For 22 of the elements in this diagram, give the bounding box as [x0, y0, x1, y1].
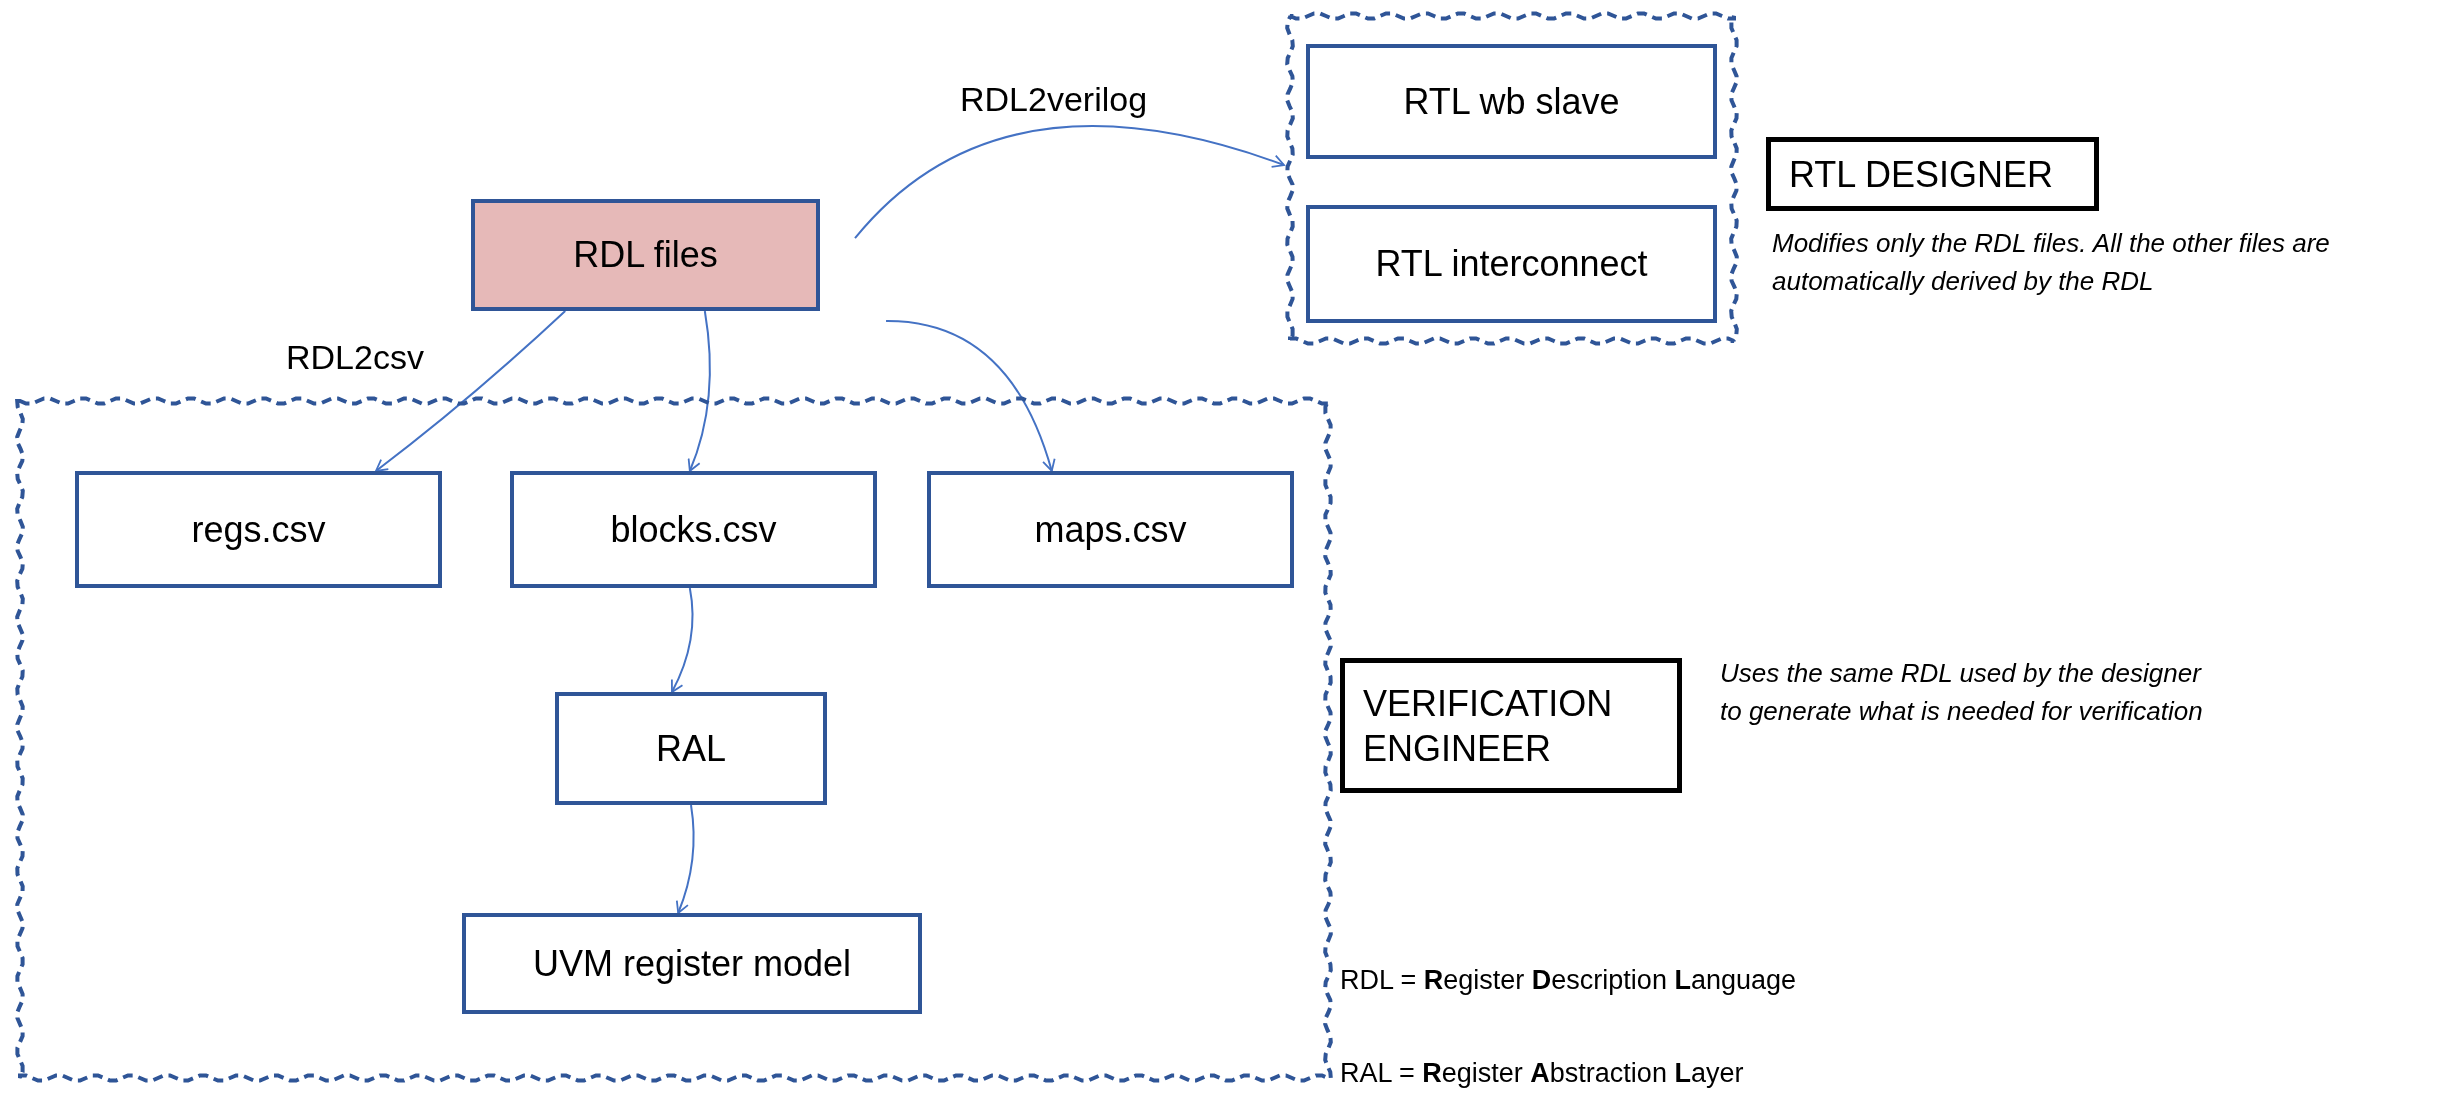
- process-box: maps.csv: [927, 471, 1294, 588]
- dashed-group-frame: [1284, 10, 1740, 347]
- note-text: Uses the same RDL used by the designer to generate what is needed for verification: [1720, 657, 2204, 728]
- process-box: regs.csv: [75, 471, 442, 588]
- definition-text: RDL = Register Description Language: [1340, 965, 1797, 996]
- definition-text: RAL = Register Abstraction Layer: [1340, 1058, 1744, 1089]
- process-box: RDL files: [471, 199, 820, 311]
- role-box: VERIFICATION ENGINEER: [1340, 658, 1682, 793]
- arrow: [374, 310, 567, 472]
- note-text: Modifies only the RDL files. All the other files are automatically derived by the RDL: [1772, 227, 2331, 298]
- arrow: [675, 804, 695, 914]
- process-box: RTL wb slave: [1306, 44, 1717, 159]
- process-box: UVM register model: [462, 913, 922, 1014]
- process-box: RAL: [555, 692, 827, 805]
- process-box: blocks.csv: [510, 471, 877, 588]
- arrow: [854, 125, 1285, 240]
- arrow: [885, 320, 1056, 472]
- arrow: [687, 310, 711, 472]
- process-box: RTL interconnect: [1306, 205, 1717, 323]
- role-box: RTL DESIGNER: [1766, 137, 2099, 211]
- arrow: [670, 587, 694, 693]
- dashed-group-frame: [14, 395, 1334, 1084]
